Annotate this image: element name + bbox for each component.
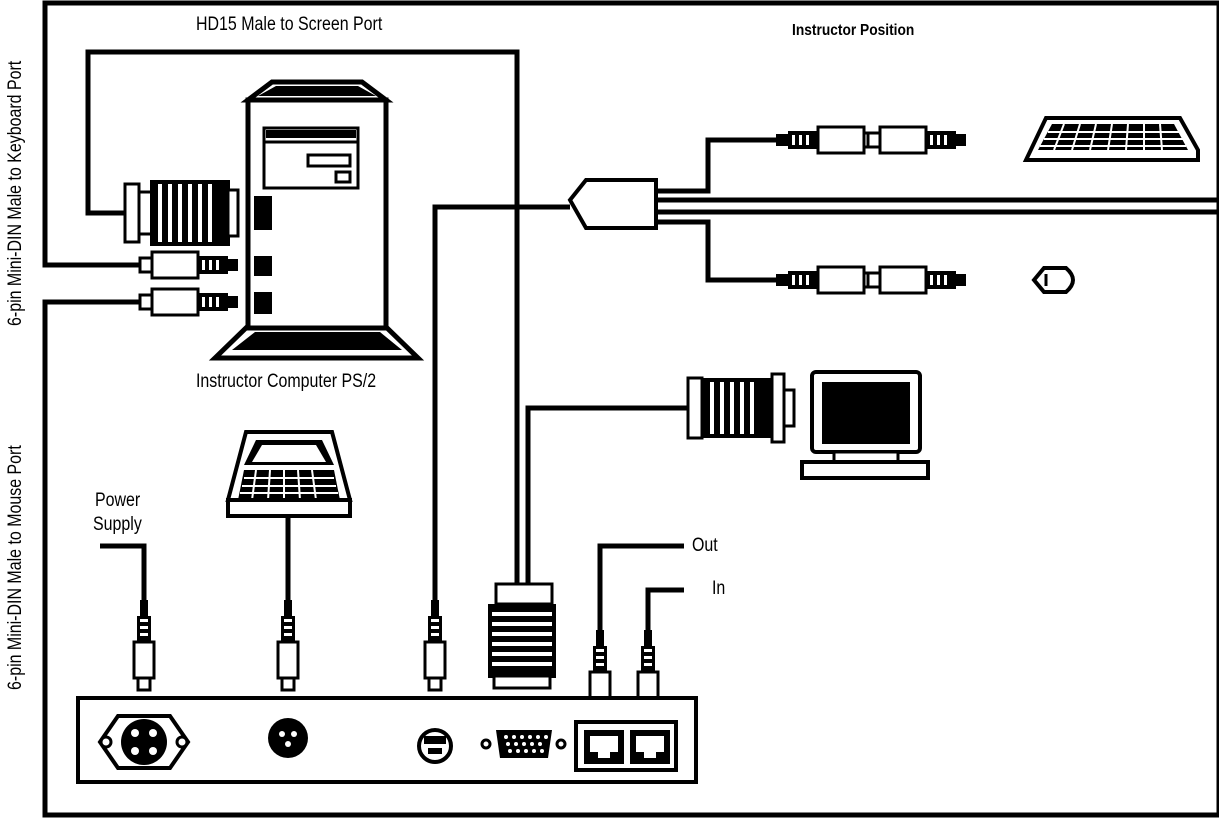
in-label: In (712, 578, 726, 599)
terminal-icon (225, 430, 353, 518)
power-supply-label-line1: Power (95, 490, 141, 511)
instructor-computer (208, 79, 425, 361)
mouse-port-plug (138, 287, 240, 317)
out-label: Out (692, 535, 718, 556)
instructor-computer-label: Instructor Computer PS/2 (196, 371, 377, 392)
cables (42, 0, 1219, 818)
mouse-device-cable (656, 219, 778, 283)
in-cable (645, 587, 684, 630)
instructor-position-label: Instructor Position (792, 22, 915, 39)
splitter-plug (423, 598, 447, 692)
mouse-icon (1031, 266, 1075, 294)
mouse-extension-plug-b (866, 265, 968, 295)
keyboard-cable (656, 137, 778, 194)
hd15-computer-connector (123, 180, 240, 246)
hd15-label: HD15 Male to Screen Port (196, 14, 383, 35)
out-cable (597, 543, 684, 630)
keyboard-icon (1022, 116, 1200, 162)
power-socket-icon (97, 714, 191, 770)
keyboard-extension-plug-a (774, 125, 878, 155)
mouse-extension-plug-a (774, 265, 878, 295)
monitor-cable (525, 405, 700, 585)
splitter-box (567, 178, 658, 230)
splitter-port-icon (417, 728, 453, 764)
keyboard-port-plug (138, 250, 240, 280)
mouse-cable (42, 0, 1219, 818)
keyboard-extension-plug-b (866, 125, 968, 155)
terminal-port-icon (268, 718, 308, 758)
monitor-icon (686, 370, 930, 480)
switch-box (76, 696, 698, 784)
power-cable (100, 543, 147, 600)
network-ports-icon (574, 720, 678, 772)
video-port-icon (480, 730, 567, 758)
hd15-switch-connector (488, 582, 556, 690)
hd15-screen-cable (85, 49, 520, 585)
keyboard-port-label: 6-pin Mini-DIN Male to Keyboard Port (5, 60, 26, 326)
mouse-port-label: 6-pin Mini-DIN Male to Mouse Port (5, 445, 26, 690)
terminal-plug (276, 598, 300, 692)
splitter-cable (432, 204, 570, 602)
power-plug (132, 598, 156, 692)
power-supply-label-line2: Supply (93, 514, 142, 535)
